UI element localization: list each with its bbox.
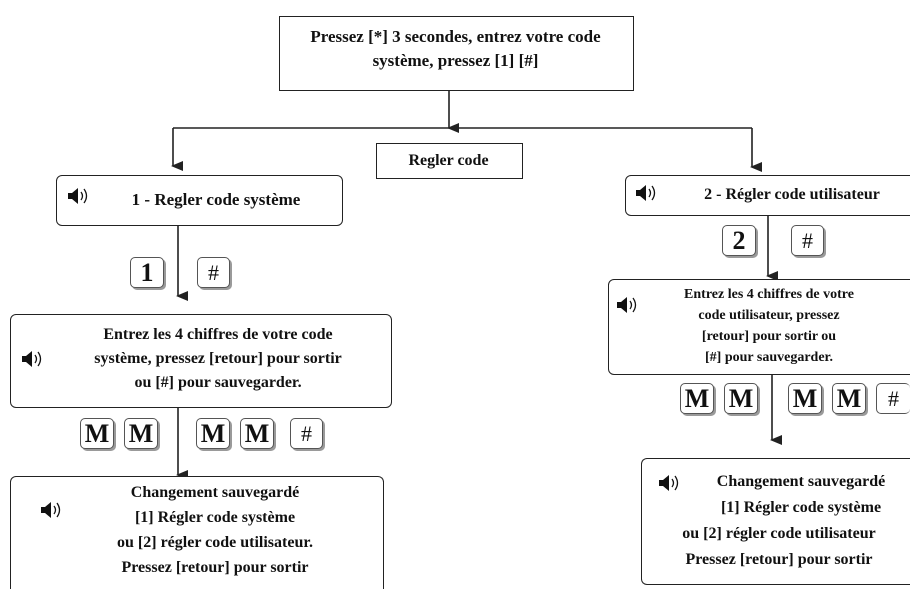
speaker-icon — [617, 297, 637, 313]
speaker-icon — [636, 185, 656, 201]
center-label: Regler code — [408, 152, 489, 169]
right-entry-box: Entrez les 4 chiffres de votre code util… — [608, 279, 910, 375]
right-saved-line-4: Pressez [retour] pour sortir — [685, 551, 873, 568]
left-title: 1 - Regler code système — [131, 190, 301, 209]
start-line-2: système, pressez [1] [#] — [372, 51, 539, 70]
key-m-button[interactable]: M — [832, 383, 866, 414]
speaker-icon — [41, 502, 61, 518]
left-entry-line-3: ou [#] pour sauvegarder. — [134, 374, 302, 391]
key-hash-button[interactable]: # — [876, 383, 910, 414]
right-entry-line-1: Entrez les 4 chiffres de votre — [684, 287, 854, 302]
key-hash-button[interactable]: # — [290, 418, 323, 449]
key-m-button[interactable]: M — [124, 418, 158, 449]
right-saved-line-3: ou [2] régler code utilisateur — [682, 525, 876, 542]
left-saved-line-2: [1] Régler code système — [134, 509, 296, 526]
left-entry-box: Entrez les 4 chiffres de votre code syst… — [10, 314, 392, 408]
key-m-button[interactable]: M — [240, 418, 274, 449]
key-2-button[interactable]: 2 — [722, 225, 756, 256]
right-entry-line-4: [#] pour sauvegarder. — [705, 350, 833, 365]
right-saved-line-1: Changement sauvegardé — [716, 473, 886, 490]
key-hash-button[interactable]: # — [791, 225, 824, 256]
right-title-box: 2 - Régler code utilisateur — [625, 175, 910, 216]
key-m-button[interactable]: M — [80, 418, 114, 449]
speaker-icon — [659, 475, 679, 491]
left-title-box: 1 - Regler code système — [56, 175, 343, 226]
left-saved-line-3: ou [2] régler code utilisateur. — [117, 534, 313, 551]
start-instruction-box: Pressez [*] 3 secondes, entrez votre cod… — [279, 16, 634, 91]
key-1-button[interactable]: 1 — [130, 257, 164, 288]
right-entry-line-3: [retour] pour sortir ou — [701, 329, 837, 344]
speaker-icon — [22, 351, 42, 367]
key-hash-button[interactable]: # — [197, 257, 230, 288]
left-entry-line-1: Entrez les 4 chiffres de votre code — [103, 326, 333, 343]
speaker-icon — [68, 188, 88, 204]
right-entry-line-2: code utilisateur, pressez — [698, 308, 840, 323]
key-m-button[interactable]: M — [680, 383, 714, 414]
right-saved-box: Changement sauvegardé [1] Régler code sy… — [641, 458, 910, 585]
left-entry-line-2: système, pressez [retour] pour sortir — [94, 350, 342, 367]
key-m-button[interactable]: M — [196, 418, 230, 449]
left-saved-line-4: Pressez [retour] pour sortir — [121, 559, 309, 576]
key-m-button[interactable]: M — [788, 383, 822, 414]
right-title: 2 - Régler code utilisateur — [704, 186, 880, 203]
left-saved-box: Changement sauvegardé [1] Régler code sy… — [10, 476, 384, 589]
start-line-1: Pressez [*] 3 secondes, entrez votre cod… — [310, 27, 601, 46]
left-saved-line-1: Changement sauvegardé — [130, 484, 300, 501]
center-label-box: Regler code — [376, 143, 523, 179]
right-saved-line-2: [1] Régler code système — [720, 499, 882, 516]
key-m-button[interactable]: M — [724, 383, 758, 414]
